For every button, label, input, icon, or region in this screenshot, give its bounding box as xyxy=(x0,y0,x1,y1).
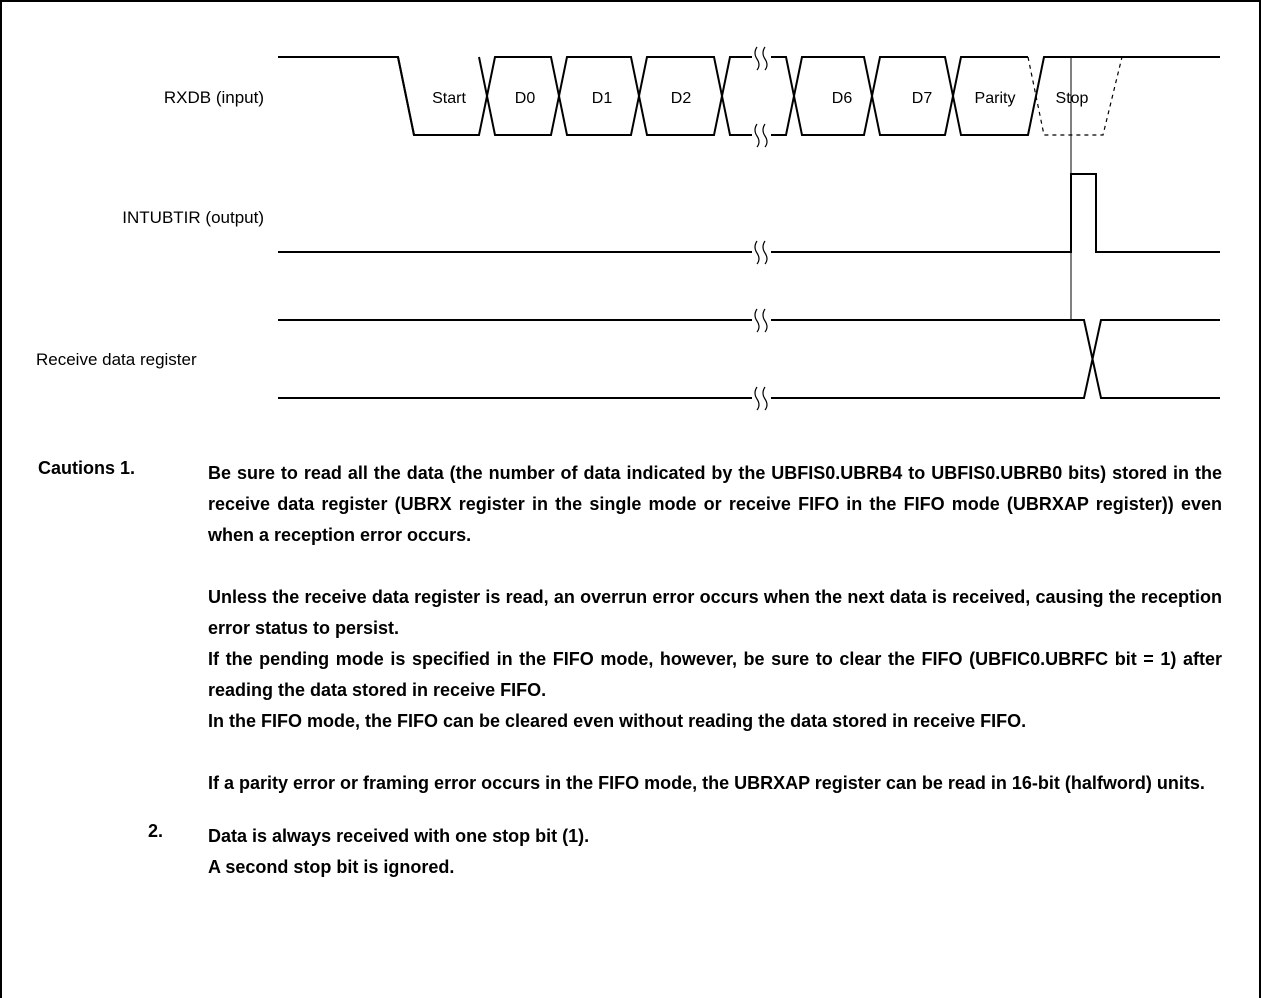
caution-1-para-5: If a parity error or framing error occur… xyxy=(208,773,1205,793)
caution-1-para-4: In the FIFO mode, the FIFO can be cleare… xyxy=(208,711,1027,731)
caution-2-para-1: Data is always received with one stop bi… xyxy=(208,826,590,846)
caution-1-para-2: Unless the receive data register is read… xyxy=(208,587,1222,638)
cell-d7: D7 xyxy=(912,90,933,107)
rdr-waveform xyxy=(278,319,1220,399)
rdr-label: Receive data register xyxy=(36,350,197,369)
cell-d2: D2 xyxy=(671,90,692,107)
intubtir-label: INTUBTIR (output) xyxy=(122,208,264,227)
timing-diagram: RXDB (input) INTUBTIR (output) Receive d… xyxy=(36,46,1220,411)
rxdb-waveform xyxy=(397,56,752,136)
cautions-heading: Cautions 1. xyxy=(38,458,136,478)
cell-d0: D0 xyxy=(515,90,536,107)
cell-d6: D6 xyxy=(832,90,853,107)
cell-start: Start xyxy=(432,90,466,107)
intubtir-waveform xyxy=(278,173,1220,253)
cell-stop: Stop xyxy=(1056,90,1089,107)
rdr-waveform xyxy=(278,319,1220,399)
caution-2-para-2: A second stop bit is ignored. xyxy=(208,857,455,877)
caution-2-number: 2. xyxy=(148,821,164,841)
rxdb-waveform xyxy=(771,56,1028,136)
cell-parity: Parity xyxy=(975,90,1016,107)
rxdb-label: RXDB (input) xyxy=(164,88,264,107)
cell-d1: D1 xyxy=(592,90,613,107)
break-marks xyxy=(754,46,768,411)
caution-1-para-3: If the pending mode is specified in the … xyxy=(208,649,1222,700)
caution-1-para-1: Be sure to read all the data (the number… xyxy=(208,463,1222,545)
stop-dashed xyxy=(1027,56,1123,136)
